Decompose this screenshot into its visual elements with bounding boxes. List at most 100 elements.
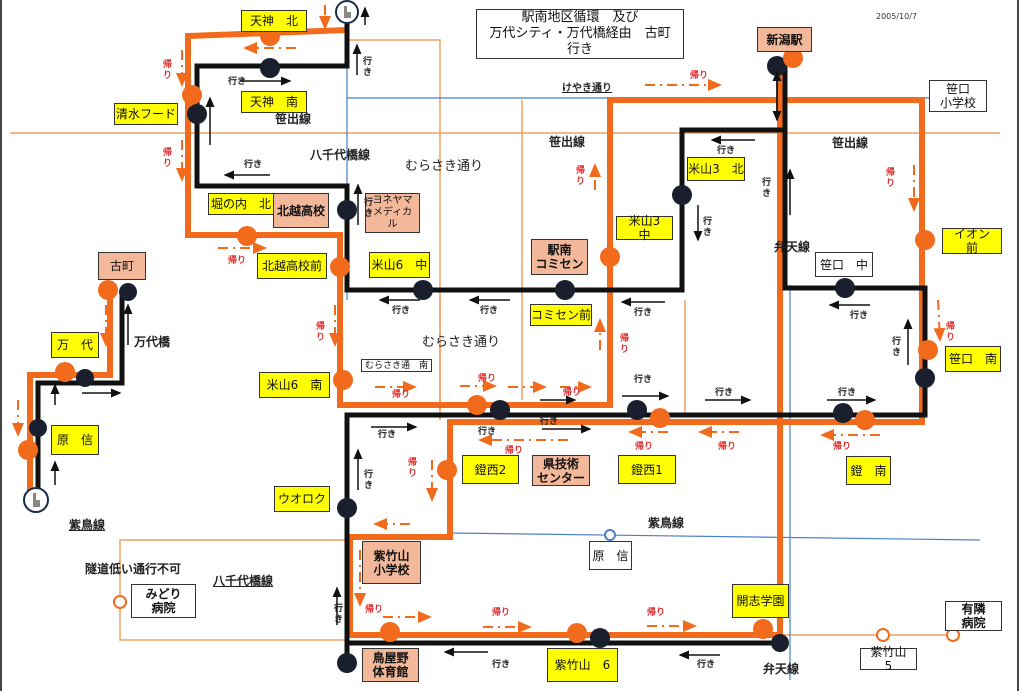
stop-dot-outbound [337, 653, 357, 673]
direction-tag-outbound: 行き [850, 311, 869, 321]
direction-tag-return: 帰り [365, 605, 384, 615]
stop-dot-return [330, 257, 350, 277]
stop-dot-return [18, 440, 38, 460]
direction-tag-return: 帰り [647, 608, 666, 618]
stop-komisen-mae[interactable]: コミセン前 [530, 304, 592, 326]
street-label-sasade: 笹出線 [549, 135, 586, 149]
stop-dot-outbound [590, 628, 610, 648]
stop-shimizu-food[interactable]: 清水フード [114, 103, 178, 125]
map-title: 駅南地区循環 及び 万代シティ・万代橋経由 古町 行き [476, 9, 684, 59]
stop-sasaguchi-naka[interactable]: 笹口 中 [815, 252, 873, 277]
stop-dot-return [333, 370, 353, 390]
stop-kagi-nishi2[interactable]: 鐙西2 [462, 455, 519, 484]
street-label-keyaki: けやき通り [562, 83, 612, 94]
stop-sasaguchi-minami[interactable]: 笹口 南 [945, 346, 1001, 372]
stop-furumachi[interactable]: 古町 [98, 252, 146, 280]
stop-dot-outbound [76, 369, 94, 387]
direction-tag-outbound: 行き [392, 306, 411, 316]
direction-tag-return: 帰り [228, 256, 247, 266]
stop-harashin[interactable]: 原 信 [51, 425, 99, 455]
stop-bandai[interactable]: 万 代 [51, 332, 99, 358]
direction-tag-outbound: 行き [363, 57, 373, 78]
street-label-yachiyo: 八千代橋線 [213, 574, 274, 588]
stop-yoneyama6-minami[interactable]: 米山6 南 [259, 372, 330, 398]
stop-ariake-hospital[interactable]: 有隣 病院 [945, 601, 1002, 631]
stop-midori-hospital[interactable]: みどり 病院 [131, 584, 196, 618]
stop-toriyano-taiikukan[interactable]: 鳥屋野 体育館 [362, 648, 419, 682]
direction-tag-outbound: 行き [540, 417, 559, 427]
direction-tag-return: 帰り [620, 334, 630, 355]
stop-dot-return [915, 230, 935, 250]
stop-dot-outbound [490, 400, 510, 420]
stop-dot-outbound [767, 56, 787, 76]
stop-murasaki-minami[interactable]: むらさき通 南 [361, 359, 432, 372]
date-label: 2005/10/7 [876, 12, 918, 21]
direction-tag-outbound: 行き [717, 146, 736, 156]
stop-dot-return [650, 408, 670, 428]
street-label-sasade: 笹出線 [275, 112, 312, 126]
stop-dot-outbound [260, 58, 280, 78]
direction-tag-outbound: 行き [478, 427, 497, 437]
street-label-murasaki: むらさき通り [405, 159, 484, 174]
stop-kengijutsu-center[interactable]: 県技術 センター [532, 455, 590, 486]
stop-aeon-mae[interactable]: イオン 前 [942, 227, 1002, 255]
stop-dot-outbound [555, 280, 575, 300]
stop-tenjin-minami[interactable]: 天神 南 [241, 91, 307, 113]
stop-dot-outbound [29, 419, 47, 437]
direction-tag-return: 帰り [576, 166, 586, 187]
direction-tag-outbound: 行き [892, 337, 902, 358]
direction-tag-return: 帰り [316, 322, 326, 343]
map-frame-left [0, 0, 2, 691]
streets-orange [10, 39, 1000, 641]
direction-tag-outbound: 行き [715, 388, 734, 398]
direction-tag-return: 帰り [635, 442, 654, 452]
stop-ekinan-komisen[interactable]: 駅南 コミセン [531, 239, 588, 275]
stop-yoneyama3-kita[interactable]: 米山3 北 [687, 157, 745, 181]
title-line-2: 万代シティ・万代橋経由 古町 [489, 26, 671, 41]
direction-tag-return: 帰り [563, 388, 582, 398]
stop-dot-return [753, 619, 773, 639]
stop-niigata-station[interactable]: 新潟駅 [757, 27, 812, 52]
street-shiba [449, 532, 981, 541]
direction-tag-return: 帰り [718, 442, 737, 452]
direction-tag-outbound: 行き [364, 198, 374, 219]
start-marker-icon [335, 0, 359, 24]
stop-kagi-nishi1[interactable]: 鐙西1 [618, 455, 676, 484]
stop-sasaguchi-shogakko[interactable]: 笹口 小学校 [929, 80, 987, 112]
stop-horinouchi-kita[interactable]: 堀の内 北 [208, 193, 274, 215]
stop-yoneyama6-naka[interactable]: 米山6 中 [369, 252, 430, 278]
stop-dot-return [182, 85, 202, 105]
direction-tag-outbound: 行き [492, 660, 511, 670]
direction-tag-outbound: 行き [480, 306, 499, 316]
stop-hokuetsu-koko-mae[interactable]: 北越高校前 [257, 253, 327, 279]
stop-dot-return [467, 395, 487, 415]
stop-yoneyama-medical[interactable]: ヨネヤマ メディカ ル [365, 193, 420, 233]
direction-tag-return: 帰り [492, 608, 511, 618]
direction-tag-outbound: 行き [838, 388, 857, 398]
stop-dot-outbound [672, 185, 692, 205]
stop-shichikuyama5[interactable]: 紫竹山 5 [860, 645, 917, 673]
stop-harashin-2[interactable]: 原 信 [589, 541, 632, 570]
stop-dot-outbound [835, 278, 855, 298]
stop-kaishi-gakuen[interactable]: 開志学園 [732, 584, 789, 618]
street-label-sasade: 笹出線 [832, 136, 869, 150]
start-marker-icon [23, 487, 49, 513]
direction-tag-outbound: 行き [634, 308, 653, 318]
stop-markers [18, 26, 960, 673]
stop-dot-outbound [771, 634, 789, 652]
stop-tenjin-kita[interactable]: 天神 北 [241, 10, 307, 32]
stop-hokuetsu-koko[interactable]: 北越高校 [273, 193, 329, 228]
direction-tag-outbound: 行き [228, 77, 247, 87]
stop-yoneyama3-naka[interactable]: 米山3 中 [616, 214, 673, 242]
stop-dot-return [600, 247, 620, 267]
stop-dot-return [237, 226, 257, 246]
direction-tag-outbound: 行き [697, 660, 716, 670]
stop-shichikuyama6[interactable]: 紫竹山 6 [547, 648, 618, 682]
stop-dot-hollow [876, 628, 890, 642]
street-label-benten: 弁天線 [774, 240, 811, 254]
direction-tag-outbound: 行き [378, 430, 397, 440]
stop-shichikuyama-shogakko[interactable]: 紫竹山 小学校 [362, 541, 421, 584]
stop-uoroku[interactable]: ウオロク [274, 486, 330, 512]
stop-kagi-minami[interactable]: 鐙 南 [846, 456, 891, 485]
